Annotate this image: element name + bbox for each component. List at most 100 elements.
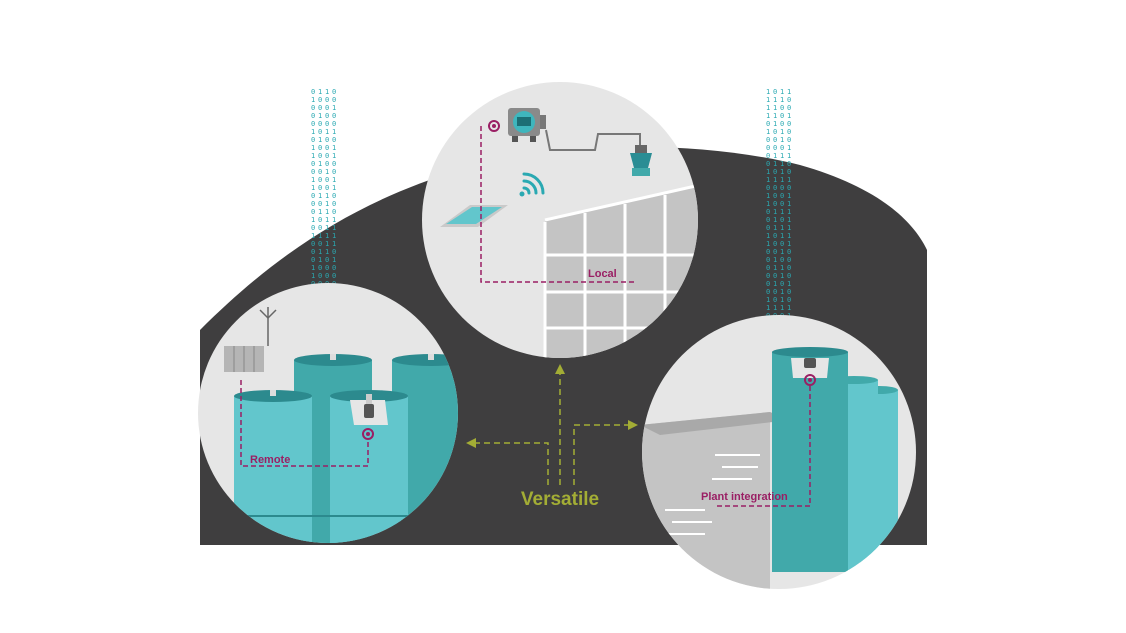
- binary-digit: 1: [787, 176, 791, 184]
- binary-digit: 1: [325, 240, 329, 248]
- binary-digit: 0: [311, 256, 315, 264]
- binary-digit: 1: [780, 88, 784, 96]
- binary-digit: 0: [787, 296, 791, 304]
- binary-digit: 1: [787, 112, 791, 120]
- binary-digit: 1: [325, 208, 329, 216]
- tank-icon: [330, 390, 408, 543]
- binary-digit: 0: [325, 136, 329, 144]
- binary-digit: 0: [766, 216, 770, 224]
- binary-digit: 1: [780, 232, 784, 240]
- binary-digit: 0: [766, 224, 770, 232]
- binary-digit: 0: [318, 224, 322, 232]
- binary-digit: 1: [766, 240, 770, 248]
- binary-digit: 0: [325, 184, 329, 192]
- local-label: Local: [588, 268, 617, 280]
- center-label: Versatile: [521, 489, 599, 510]
- binary-digit: 0: [766, 288, 770, 296]
- binary-digit: 0: [766, 184, 770, 192]
- binary-digit: 1: [787, 152, 791, 160]
- binary-digit: 0: [773, 192, 777, 200]
- binary-digit: 1: [311, 152, 315, 160]
- binary-digit: 0: [325, 120, 329, 128]
- binary-digit: 1: [311, 144, 315, 152]
- binary-digit: 0: [318, 216, 322, 224]
- binary-digit: 0: [311, 168, 315, 176]
- binary-digit: 1: [766, 296, 770, 304]
- binary-digit: 0: [325, 112, 329, 120]
- binary-digit: 0: [318, 168, 322, 176]
- binary-digit: 0: [766, 120, 770, 128]
- binary-digit: 1: [787, 208, 791, 216]
- binary-digit: 0: [780, 112, 784, 120]
- binary-digit: 0: [780, 216, 784, 224]
- binary-digit: 1: [766, 304, 770, 312]
- binary-digit: 1: [780, 304, 784, 312]
- binary-digit: 0: [787, 168, 791, 176]
- binary-digit: 0: [325, 256, 329, 264]
- binary-digit: 0: [311, 224, 315, 232]
- binary-digit: 0: [780, 104, 784, 112]
- binary-digit: 1: [325, 224, 329, 232]
- binary-digit: 1: [766, 168, 770, 176]
- binary-digit: 0: [311, 208, 315, 216]
- binary-digit: 0: [780, 184, 784, 192]
- local-circle: Local: [422, 82, 698, 358]
- binary-digit: 0: [787, 272, 791, 280]
- binary-digit: 1: [773, 216, 777, 224]
- binary-digit: 1: [780, 136, 784, 144]
- binary-digit: 0: [311, 136, 315, 144]
- binary-digit: 0: [332, 120, 336, 128]
- binary-digit: 1: [773, 176, 777, 184]
- binary-digit: 1: [311, 96, 315, 104]
- binary-digit: 1: [773, 256, 777, 264]
- transmitter-icon: [508, 108, 546, 142]
- binary-digit: 1: [325, 200, 329, 208]
- binary-digit: 0: [311, 120, 315, 128]
- binary-digit: 1: [773, 160, 777, 168]
- binary-digit: 0: [332, 112, 336, 120]
- binary-digit: 1: [780, 248, 784, 256]
- binary-digit: 0: [318, 96, 322, 104]
- binary-digit: 1: [787, 192, 791, 200]
- binary-digit: 0: [332, 88, 336, 96]
- binary-digit: 0: [332, 264, 336, 272]
- binary-digit: 1: [773, 104, 777, 112]
- binary-digit: 0: [318, 152, 322, 160]
- binary-digit: 1: [787, 224, 791, 232]
- binary-digit: 0: [318, 264, 322, 272]
- binary-digit: 1: [780, 208, 784, 216]
- binary-digit: 0: [318, 104, 322, 112]
- smartphone-icon: [440, 205, 508, 227]
- binary-digit: 0: [773, 184, 777, 192]
- plant-integration-label: Plant integration: [701, 491, 788, 503]
- binary-digit: 0: [780, 200, 784, 208]
- binary-digit: 1: [332, 216, 336, 224]
- binary-digit: 1: [787, 88, 791, 96]
- binary-digit: 1: [787, 240, 791, 248]
- binary-digit: 0: [780, 192, 784, 200]
- control-unit-icon: [224, 346, 264, 372]
- binary-digit: 1: [766, 176, 770, 184]
- binary-digit: 1: [318, 256, 322, 264]
- binary-digit: 0: [318, 272, 322, 280]
- binary-digit: 0: [332, 168, 336, 176]
- binary-digit: 0: [325, 144, 329, 152]
- binary-digit: 1: [311, 272, 315, 280]
- binary-digit: 0: [773, 248, 777, 256]
- binary-digit: 0: [787, 160, 791, 168]
- binary-digit: 1: [332, 224, 336, 232]
- binary-digit: 0: [766, 136, 770, 144]
- binary-digit: 0: [773, 136, 777, 144]
- binary-digit: 0: [311, 160, 315, 168]
- binary-digit: 1: [787, 200, 791, 208]
- binary-digit: 0: [325, 160, 329, 168]
- binary-digit: 0: [780, 144, 784, 152]
- binary-digit: 1: [787, 216, 791, 224]
- binary-digit: 0: [780, 256, 784, 264]
- binary-digit: 1: [766, 200, 770, 208]
- binary-digit: 1: [332, 184, 336, 192]
- binary-digit: 0: [318, 240, 322, 248]
- binary-digit: 1: [766, 104, 770, 112]
- binary-digit: 1: [780, 168, 784, 176]
- binary-digit: 1: [766, 88, 770, 96]
